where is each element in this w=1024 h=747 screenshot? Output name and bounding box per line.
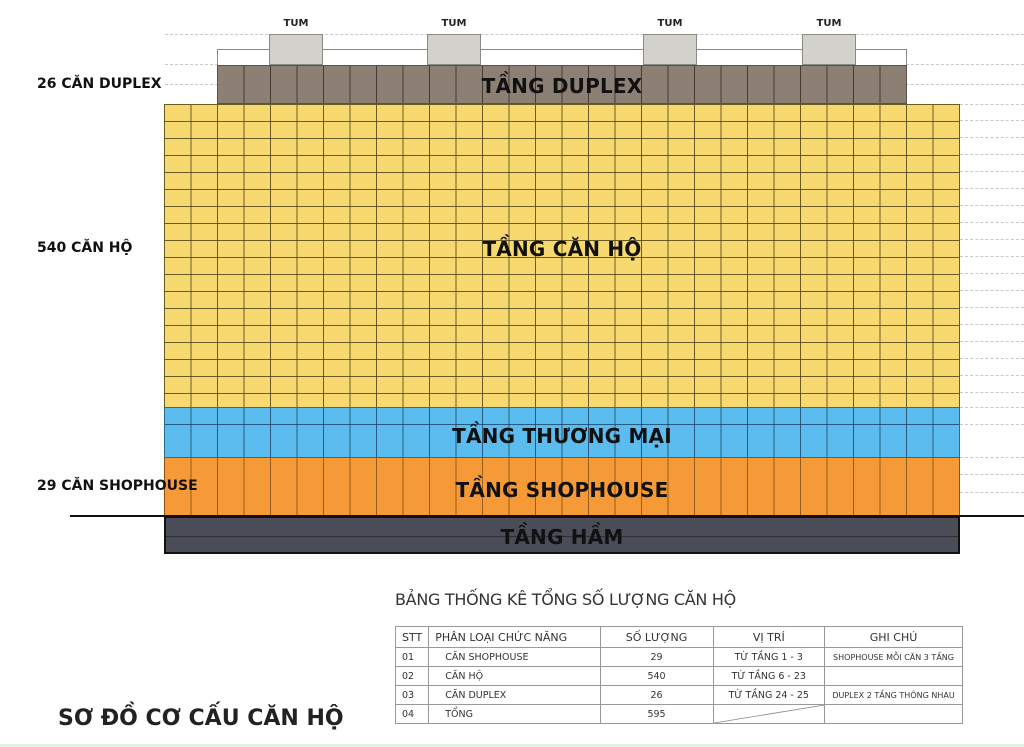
cell-quantity: 540 xyxy=(599,666,714,686)
floor-basement: TẦNG HẦM xyxy=(164,516,960,554)
floor-duplex: TẦNG DUPLEX xyxy=(217,65,907,104)
roof-unit-label: TUM xyxy=(657,18,683,29)
level-line xyxy=(960,290,1024,291)
column-header: VỊ TRÍ xyxy=(712,626,826,648)
cell-quantity: 29 xyxy=(599,647,714,667)
cell-location: TỪ TẦNG 1 - 3 xyxy=(712,647,826,667)
cell-note: SHOPHOUSE MỖI CĂN 3 TẦNG xyxy=(824,647,963,667)
level-line xyxy=(960,457,1024,458)
level-line xyxy=(960,273,1024,274)
cell-quantity: 595 xyxy=(599,704,714,724)
table-row: 03 CĂN DUPLEX 26 TỪ TẦNG 24 - 25 DUPLEX … xyxy=(394,685,963,705)
cell-category: CĂN HỘ xyxy=(428,666,601,686)
level-line xyxy=(960,358,1024,359)
level-line xyxy=(960,188,1024,189)
cell-note xyxy=(824,666,963,686)
level-line xyxy=(960,154,1024,155)
table-row: 02 CĂN HỘ 540 TỪ TẦNG 6 - 23 xyxy=(394,666,963,686)
level-line xyxy=(165,34,1024,35)
roof-unit xyxy=(802,34,856,65)
table-row: 01 CĂN SHOPHOUSE 29 TỪ TẦNG 1 - 3 SHOPHO… xyxy=(394,647,963,667)
table-row: 04 TỔNG 595 xyxy=(394,704,963,724)
floor-divider xyxy=(166,536,958,537)
roof-unit-label: TUM xyxy=(283,18,309,29)
level-line xyxy=(960,256,1024,257)
level-line xyxy=(960,407,1024,408)
cell-stt: 04 xyxy=(394,704,430,724)
table-header-row: STT PHÂN LOẠI CHỨC NĂNG SỐ LƯỢNG VỊ TRÍ … xyxy=(394,626,963,648)
level-line xyxy=(960,307,1024,308)
table-title: BẢNG THỐNG KÊ TỔNG SỐ LƯỢNG CĂN HỘ xyxy=(395,590,736,609)
side-label-apartments: 540 CĂN HỘ xyxy=(37,240,133,256)
level-line xyxy=(960,341,1024,342)
level-line xyxy=(960,137,1024,138)
column-header: SỐ LƯỢNG xyxy=(599,626,714,648)
column-header: PHÂN LOẠI CHỨC NĂNG xyxy=(428,626,601,648)
stats-table: STT PHÂN LOẠI CHỨC NĂNG SỐ LƯỢNG VỊ TRÍ … xyxy=(394,626,963,724)
cell-category: CĂN SHOPHOUSE xyxy=(428,647,601,667)
diagram-title: SƠ ĐỒ CƠ CẤU CĂN HỘ xyxy=(58,706,344,731)
level-line xyxy=(960,492,1024,493)
roof-unit-label: TUM xyxy=(816,18,842,29)
roof-parapet xyxy=(217,49,907,65)
cell-category: CĂN DUPLEX xyxy=(428,685,601,705)
level-line xyxy=(960,424,1024,425)
level-line xyxy=(960,474,1024,475)
cell-stt: 03 xyxy=(394,685,430,705)
cell-location: TỪ TẦNG 6 - 23 xyxy=(712,666,826,686)
floor-apartments-label: TẦNG CĂN HỘ xyxy=(482,237,642,261)
roof-unit xyxy=(269,34,323,65)
floor-divider xyxy=(165,424,959,425)
side-label-shophouse: 29 CĂN SHOPHOUSE xyxy=(37,478,198,494)
floor-shophouse: TẦNG SHOPHOUSE xyxy=(164,457,960,516)
level-line xyxy=(960,171,1024,172)
level-line xyxy=(960,222,1024,223)
floor-duplex-label: TẦNG DUPLEX xyxy=(481,74,643,98)
roof-unit-label: TUM xyxy=(441,18,467,29)
cell-location-empty xyxy=(712,704,826,724)
column-header: GHI CHÚ xyxy=(824,626,963,648)
floor-commercial: TẦNG THƯƠNG MẠI xyxy=(164,407,960,458)
level-line xyxy=(960,120,1024,121)
cell-note xyxy=(824,704,963,724)
level-line xyxy=(960,205,1024,206)
roof-unit xyxy=(643,34,697,65)
cell-note: DUPLEX 2 TẦNG THÔNG NHAU xyxy=(824,685,963,705)
diagonal-strike-icon xyxy=(713,705,825,723)
floor-apartments: TẦNG CĂN HỘ xyxy=(164,104,960,408)
column-header: STT xyxy=(394,626,430,648)
cell-stt: 02 xyxy=(394,666,430,686)
floor-shophouse-label: TẦNG SHOPHOUSE xyxy=(455,478,669,502)
bottom-border xyxy=(0,744,1024,747)
level-line xyxy=(960,104,1024,105)
floor-commercial-label: TẦNG THƯƠNG MẠI xyxy=(452,424,672,448)
level-line xyxy=(960,324,1024,325)
level-line xyxy=(960,392,1024,393)
cell-category: TỔNG xyxy=(428,704,601,724)
floor-basement-label: TẦNG HẦM xyxy=(500,525,624,549)
cell-location: TỪ TẦNG 24 - 25 xyxy=(712,685,826,705)
roof-unit xyxy=(427,34,481,65)
cell-stt: 01 xyxy=(394,647,430,667)
level-line xyxy=(960,239,1024,240)
level-line xyxy=(960,375,1024,376)
side-label-duplex: 26 CĂN DUPLEX xyxy=(37,76,162,92)
cell-quantity: 26 xyxy=(599,685,714,705)
